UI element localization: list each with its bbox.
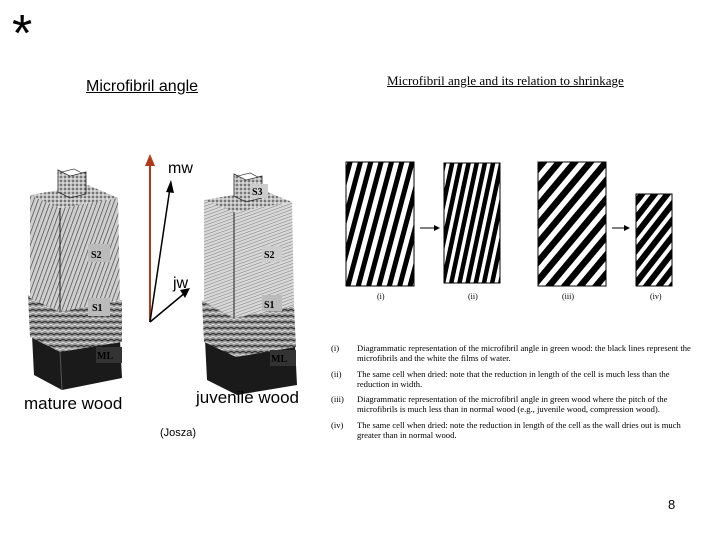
jw-label: jw xyxy=(173,275,189,292)
mature-s1-label: S1 xyxy=(92,303,103,314)
caption-number: (ii) xyxy=(331,368,342,379)
juvenile-wood-label: juvenile wood xyxy=(196,388,300,407)
mature-s2-label: S2 xyxy=(91,250,102,261)
juvenile-s2-label: S2 xyxy=(264,250,275,261)
caption-text: Diagrammatic representation of the micro… xyxy=(357,394,668,415)
caption-number: (iii) xyxy=(331,394,344,405)
mature-wood-cell xyxy=(28,168,122,391)
panel-label-iv: (iv) xyxy=(650,292,662,301)
caption-item: (ii) The same cell when dried: note that… xyxy=(331,369,691,390)
mature-wood-label: mature wood xyxy=(24,394,123,413)
caption-text: The same cell when dried: note that the … xyxy=(357,368,670,389)
shrinkage-panels xyxy=(345,161,673,287)
slide-number: 8 xyxy=(668,497,676,512)
mature-ml-label: ML xyxy=(97,351,113,362)
juvenile-s1-label: S1 xyxy=(264,300,275,311)
caption-number: (i) xyxy=(331,343,340,353)
juvenile-wood-cell xyxy=(202,172,297,395)
caption-text: The same cell when dried: note the reduc… xyxy=(357,419,681,441)
figure-title: Microfibril angle and its relation to sh… xyxy=(387,73,624,88)
caption-text: Diagrammatic representation of the micro… xyxy=(357,343,691,364)
mw-label: mw xyxy=(168,160,193,177)
juvenile-ml-label: ML xyxy=(271,354,287,365)
panel-ii xyxy=(443,162,501,284)
caption-list: (i) Diagrammatic representation of the m… xyxy=(331,343,691,445)
caption-item: (i) Diagrammatic representation of the m… xyxy=(331,343,691,364)
asterisk-marker: * xyxy=(12,5,33,63)
image-credit: (Josza) xyxy=(160,427,197,439)
panel-label-i: (i) xyxy=(377,292,385,301)
caption-number: (iv) xyxy=(331,419,344,430)
caption-item: (iv) The same cell when dried: note the … xyxy=(331,420,691,441)
caption-item: (iii) Diagrammatic representation of the… xyxy=(331,394,691,415)
panel-label-iii: (iii) xyxy=(562,292,574,301)
panel-label-ii: (ii) xyxy=(468,292,478,301)
panel-iii xyxy=(537,161,607,287)
panel-iv xyxy=(635,193,673,287)
panel-i xyxy=(345,161,415,287)
slide-title: Microfibril angle xyxy=(86,78,199,95)
wood-cells-illustration: S2 S1 ML S3 S2 S1 ML xyxy=(28,154,297,395)
juvenile-s3-label: S3 xyxy=(252,187,263,198)
